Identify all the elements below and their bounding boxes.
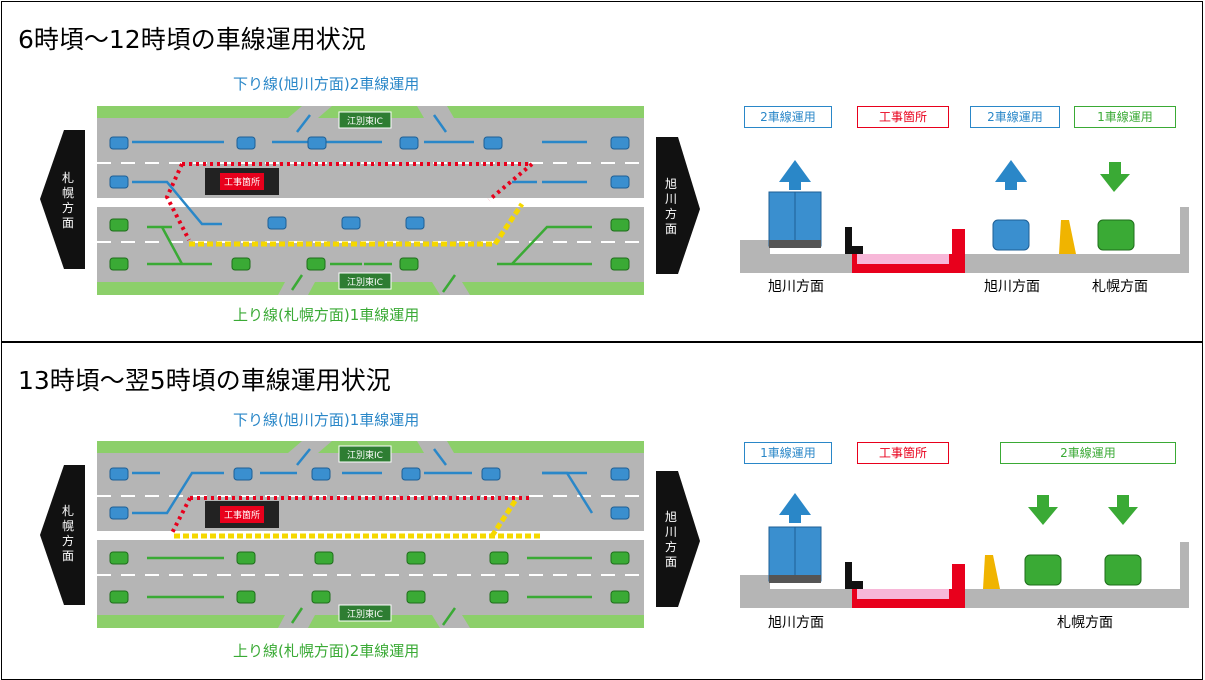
right-direction-sign — [656, 137, 700, 274]
ic-bottom-sign: 江別東IC — [347, 276, 383, 288]
svg-text:川: 川 — [665, 192, 677, 206]
caption-1: 旭川方面 — [768, 279, 824, 295]
right-sign-text: 旭 川 方 面 — [665, 177, 677, 236]
lane-box-3: 2車線運用 — [970, 106, 1060, 128]
right-direction-sign — [656, 471, 700, 607]
svg-text:方: 方 — [62, 200, 74, 215]
panel-title: 13時頃〜翌5時頃の車線運用状況 — [18, 366, 391, 395]
lane-box-2: 工事箇所 — [857, 442, 949, 464]
caption-1: 旭川方面 — [768, 615, 824, 631]
svg-text:面: 面 — [62, 549, 74, 563]
left-direction-sign — [40, 130, 85, 269]
panel-title: 6時頃〜12時頃の車線運用状況 — [18, 25, 366, 54]
caption-3: 札幌方面 — [1092, 279, 1148, 295]
svg-text:川: 川 — [665, 525, 677, 539]
ic-bottom-sign: 江別東IC — [347, 608, 383, 620]
cross-section — [740, 160, 1189, 273]
lower-direction-label: 上り線(札幌方面)1車線運用 — [233, 306, 420, 324]
left-sign-text: 札 幌 方 面 — [62, 504, 74, 563]
svg-text:方: 方 — [665, 206, 677, 221]
caption-2: 札幌方面 — [1057, 615, 1113, 631]
right-sign-text: 旭 川 方 面 — [665, 510, 677, 569]
svg-text:面: 面 — [665, 555, 677, 569]
lane-box-4: 1車線運用 — [1074, 106, 1176, 128]
caption-2: 旭川方面 — [984, 279, 1040, 295]
svg-text:札: 札 — [62, 504, 74, 518]
svg-text:旭: 旭 — [665, 510, 677, 524]
lane-box-2: 工事箇所 — [857, 106, 949, 128]
svg-text:幌: 幌 — [62, 518, 74, 533]
panel-morning: 6時頃〜12時頃の車線運用状況 下り線(旭川方面)2車線運用 上り線(札幌方面)… — [1, 1, 1203, 342]
svg-text:方: 方 — [665, 539, 677, 554]
upper-direction-label: 下り線(旭川方面)1車線運用 — [233, 411, 420, 429]
work-sign: 工事箇所 — [224, 176, 260, 188]
ic-top-sign: 江別東IC — [347, 115, 383, 127]
cross-section — [740, 493, 1189, 608]
svg-text:幌: 幌 — [62, 185, 74, 200]
svg-text:面: 面 — [62, 216, 74, 230]
left-sign-text: 札 幌 方 面 — [62, 171, 74, 230]
left-direction-sign — [40, 465, 85, 605]
road-diagram: 江別東IC 江別東IC 工事箇所 — [40, 441, 1189, 628]
ic-top-sign: 江別東IC — [347, 449, 383, 461]
lower-direction-label: 上り線(札幌方面)2車線運用 — [233, 642, 420, 660]
work-sign: 工事箇所 — [224, 509, 260, 521]
lane-box-3: 2車線運用 — [1000, 442, 1176, 464]
lane-box-1: 2車線運用 — [744, 106, 832, 128]
svg-text:方: 方 — [62, 533, 74, 548]
panel-night: 13時頃〜翌5時頃の車線運用状況 下り線(旭川方面)1車線運用 上り線(札幌方面… — [1, 342, 1203, 680]
lane-box-1: 1車線運用 — [744, 442, 832, 464]
road-diagram: 江別東IC 江別東IC 工事箇所 — [40, 106, 1189, 295]
svg-text:旭: 旭 — [665, 177, 677, 191]
svg-text:札: 札 — [62, 171, 74, 185]
svg-text:面: 面 — [665, 222, 677, 236]
upper-direction-label: 下り線(旭川方面)2車線運用 — [233, 75, 420, 93]
